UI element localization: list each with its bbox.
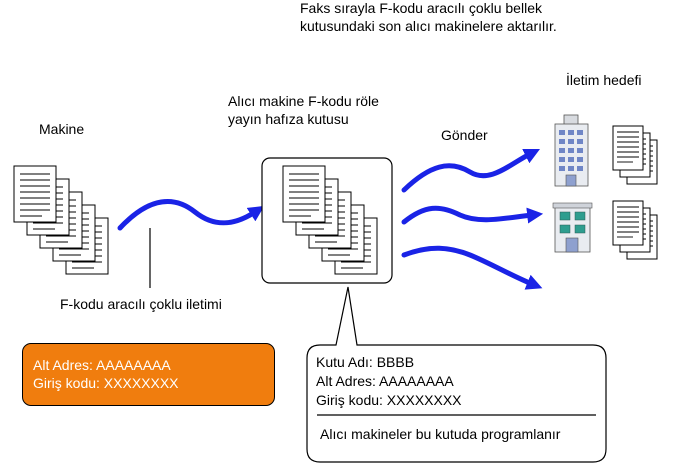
send-arrow-3: [401, 245, 543, 290]
source-documents-icon: [13, 165, 109, 275]
sender-settings-box: Alt Adres: AAAAAAAA Giriş kodu: XXXXXXXX: [22, 343, 275, 406]
sender-passcode: Giriş kodu: XXXXXXXX: [33, 375, 179, 391]
top-caption-line2: kutusundaki son alıcı makinelere aktarıl…: [300, 18, 557, 34]
relay-box-label-line2: yayın hafıza kutusu: [228, 111, 349, 127]
sender-sub-address: Alt Adres: AAAAAAAA: [33, 357, 171, 373]
callout-note: Alıcı makineler bu kutuda programlanır: [320, 426, 561, 442]
send-label: Gönder: [441, 127, 488, 143]
small-building-icon: [552, 202, 593, 253]
destination-documents-icon-2: [612, 200, 658, 260]
send-arrow-2: [401, 205, 544, 225]
callout-bubble: [306, 286, 607, 463]
send-arrow-1: [401, 148, 541, 193]
machine-label: Makine: [39, 121, 85, 137]
top-caption-line1: Faks sırayla F-kodu aracılı çoklu bellek: [300, 0, 542, 16]
callout-box-name: Kutu Adı: BBBB: [316, 354, 415, 370]
callout-sub-address: Alt Adres: AAAAAAAA: [316, 373, 454, 389]
fcode-multi-label: F-kodu aracılı çoklu iletimi: [60, 296, 222, 312]
office-building-icon: [554, 114, 589, 187]
destination-documents-icon-1: [612, 125, 658, 185]
destination-label: İletim hedefi: [566, 72, 642, 88]
relay-box-label-line1: Alıcı makine F-kodu röle: [228, 93, 379, 109]
callout-passcode: Giriş kodu: XXXXXXXX: [316, 392, 462, 408]
transmit-arrow: [117, 199, 265, 231]
